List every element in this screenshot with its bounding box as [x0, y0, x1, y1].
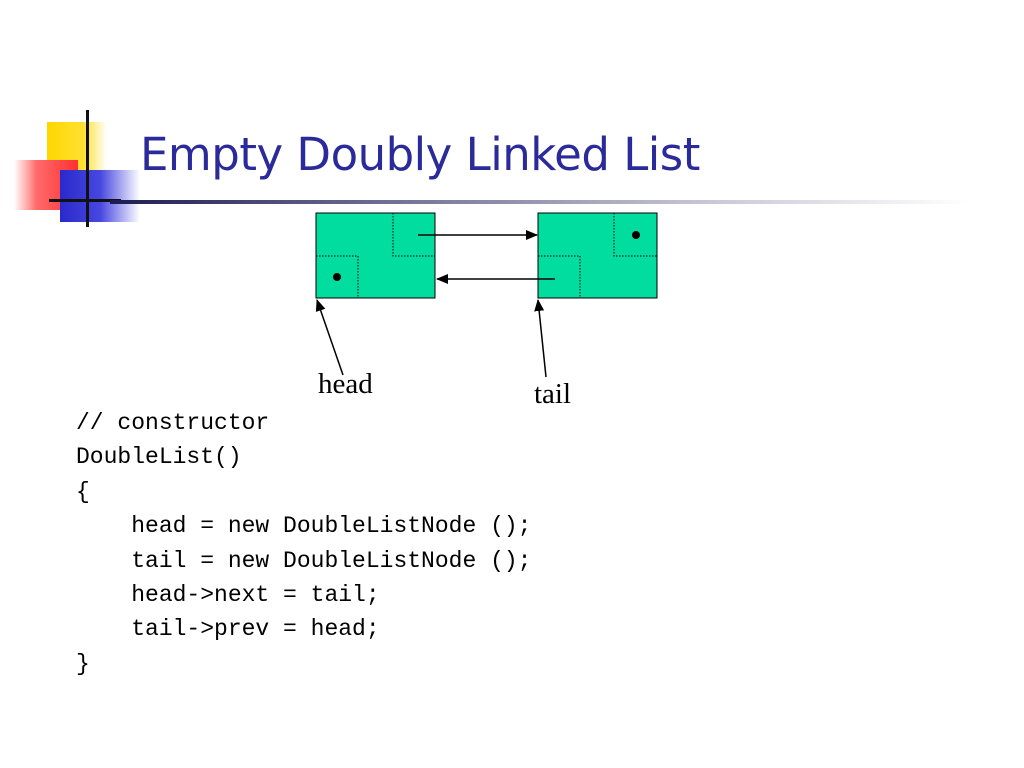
code-line: } — [76, 650, 90, 677]
code-line: // constructor — [76, 410, 270, 436]
code-line: tail->prev = head; — [76, 616, 380, 643]
code-line: head = new DoubleListNode (); — [76, 513, 532, 540]
head-node-box — [315, 212, 436, 299]
slide-title: Empty Doubly Linked List — [140, 128, 700, 181]
code-line: head->next = tail; — [76, 581, 380, 608]
logo-horizontal-line — [49, 199, 121, 202]
tail-node-next-field — [613, 213, 657, 257]
tail-label-arrow — [534, 299, 547, 378]
tail-node-null-dot — [632, 231, 640, 239]
code-line: tail = new DoubleListNode (); — [76, 547, 532, 574]
title-underline — [110, 200, 970, 204]
code-line: { — [76, 478, 90, 505]
logo-vertical-line — [86, 110, 89, 227]
head-label: head — [318, 368, 373, 400]
tail-node — [537, 212, 658, 299]
tail-node-prev-field — [538, 255, 581, 298]
tail-node-box — [537, 212, 658, 299]
tail-label: tail — [534, 378, 572, 410]
code-block: // constructor DoubleList() { head = new… — [76, 406, 531, 681]
code-line: DoubleList() — [76, 444, 242, 471]
head-node — [315, 212, 436, 299]
head-node-prev-field — [316, 255, 359, 298]
head-node-null-dot — [333, 273, 341, 281]
head-label-arrow — [315, 299, 344, 376]
logo-blue-square — [60, 170, 140, 222]
head-node-next-field — [392, 213, 435, 257]
